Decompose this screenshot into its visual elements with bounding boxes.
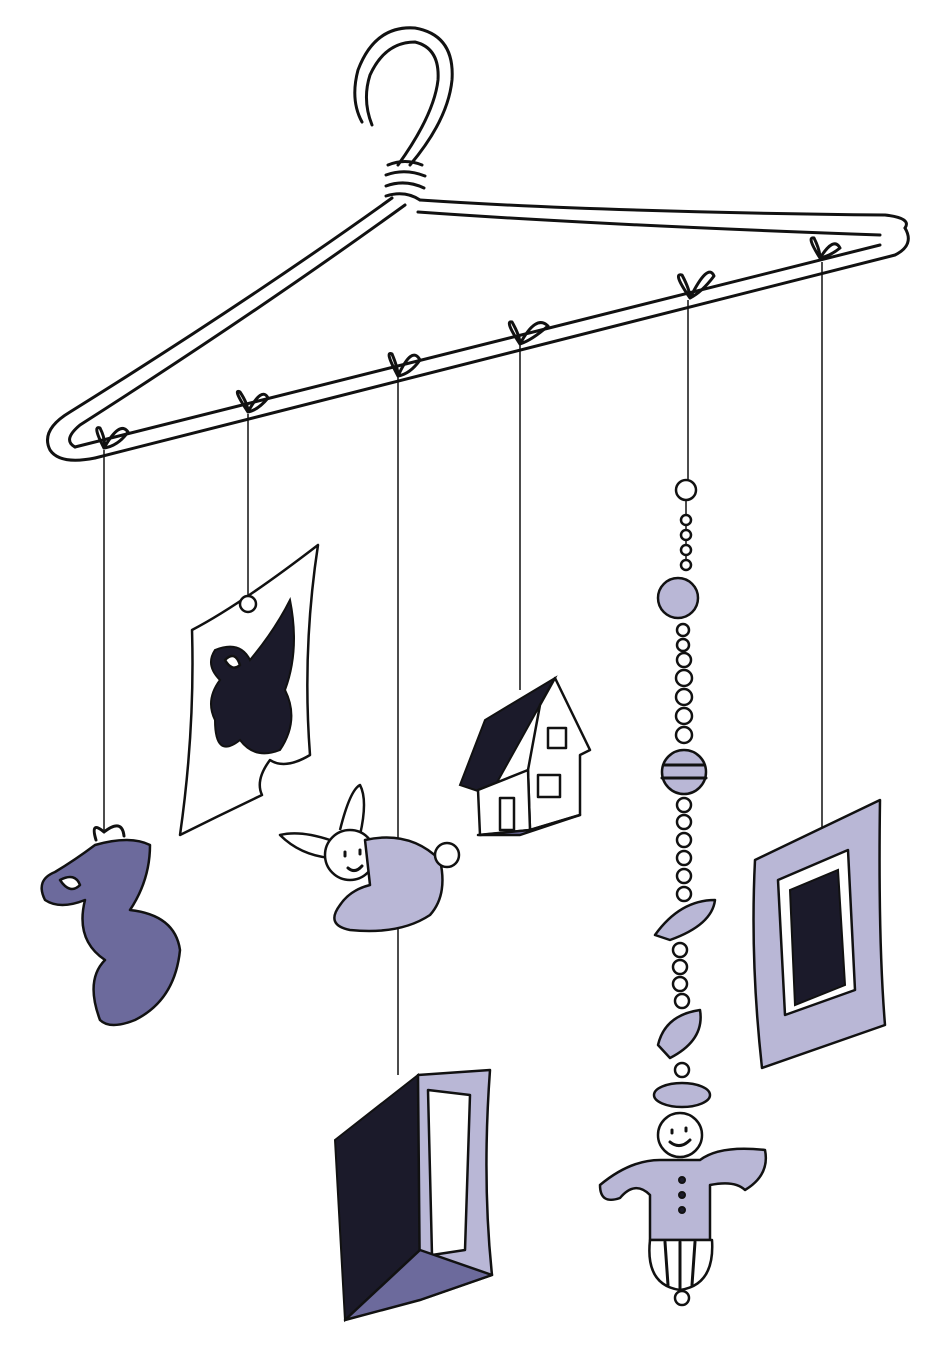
bow-icon xyxy=(95,426,130,450)
bow-icon xyxy=(809,236,842,260)
angel-ornament xyxy=(598,1111,768,1307)
string-3 xyxy=(387,351,422,1075)
hanger-bar xyxy=(73,243,882,449)
string-4 xyxy=(507,320,550,690)
bow-icon xyxy=(92,824,126,842)
hanger-bar-lower xyxy=(93,226,910,460)
string-2 xyxy=(235,389,270,595)
string-5 xyxy=(676,270,716,480)
hanger-knot xyxy=(384,160,427,202)
string-1 xyxy=(95,426,130,830)
bow-icon xyxy=(235,389,270,414)
bead-chain xyxy=(598,478,768,1307)
bow-icon xyxy=(676,270,716,300)
hanger-right-arm-inner xyxy=(416,210,882,237)
smiley-face xyxy=(668,1126,692,1147)
hanger-left-arm xyxy=(46,196,394,462)
bow-icon xyxy=(507,320,550,346)
rabbit-face xyxy=(343,848,364,873)
paper-sheet xyxy=(178,543,320,837)
strings xyxy=(95,236,842,1075)
hanger xyxy=(46,26,910,462)
hanger-hook xyxy=(353,26,454,167)
house-ornament xyxy=(458,675,592,837)
bow-icon xyxy=(387,351,422,378)
box-ornament xyxy=(333,1068,494,1323)
picture-frame-ornament xyxy=(752,798,887,1070)
squiggle-ornament xyxy=(40,824,182,1027)
string-6 xyxy=(809,236,842,830)
hanger-left-arm-inner xyxy=(68,203,407,449)
hanger-hook-inner xyxy=(365,40,440,167)
rabbit-ornament xyxy=(278,783,461,933)
hanger-right-arm xyxy=(418,198,908,230)
